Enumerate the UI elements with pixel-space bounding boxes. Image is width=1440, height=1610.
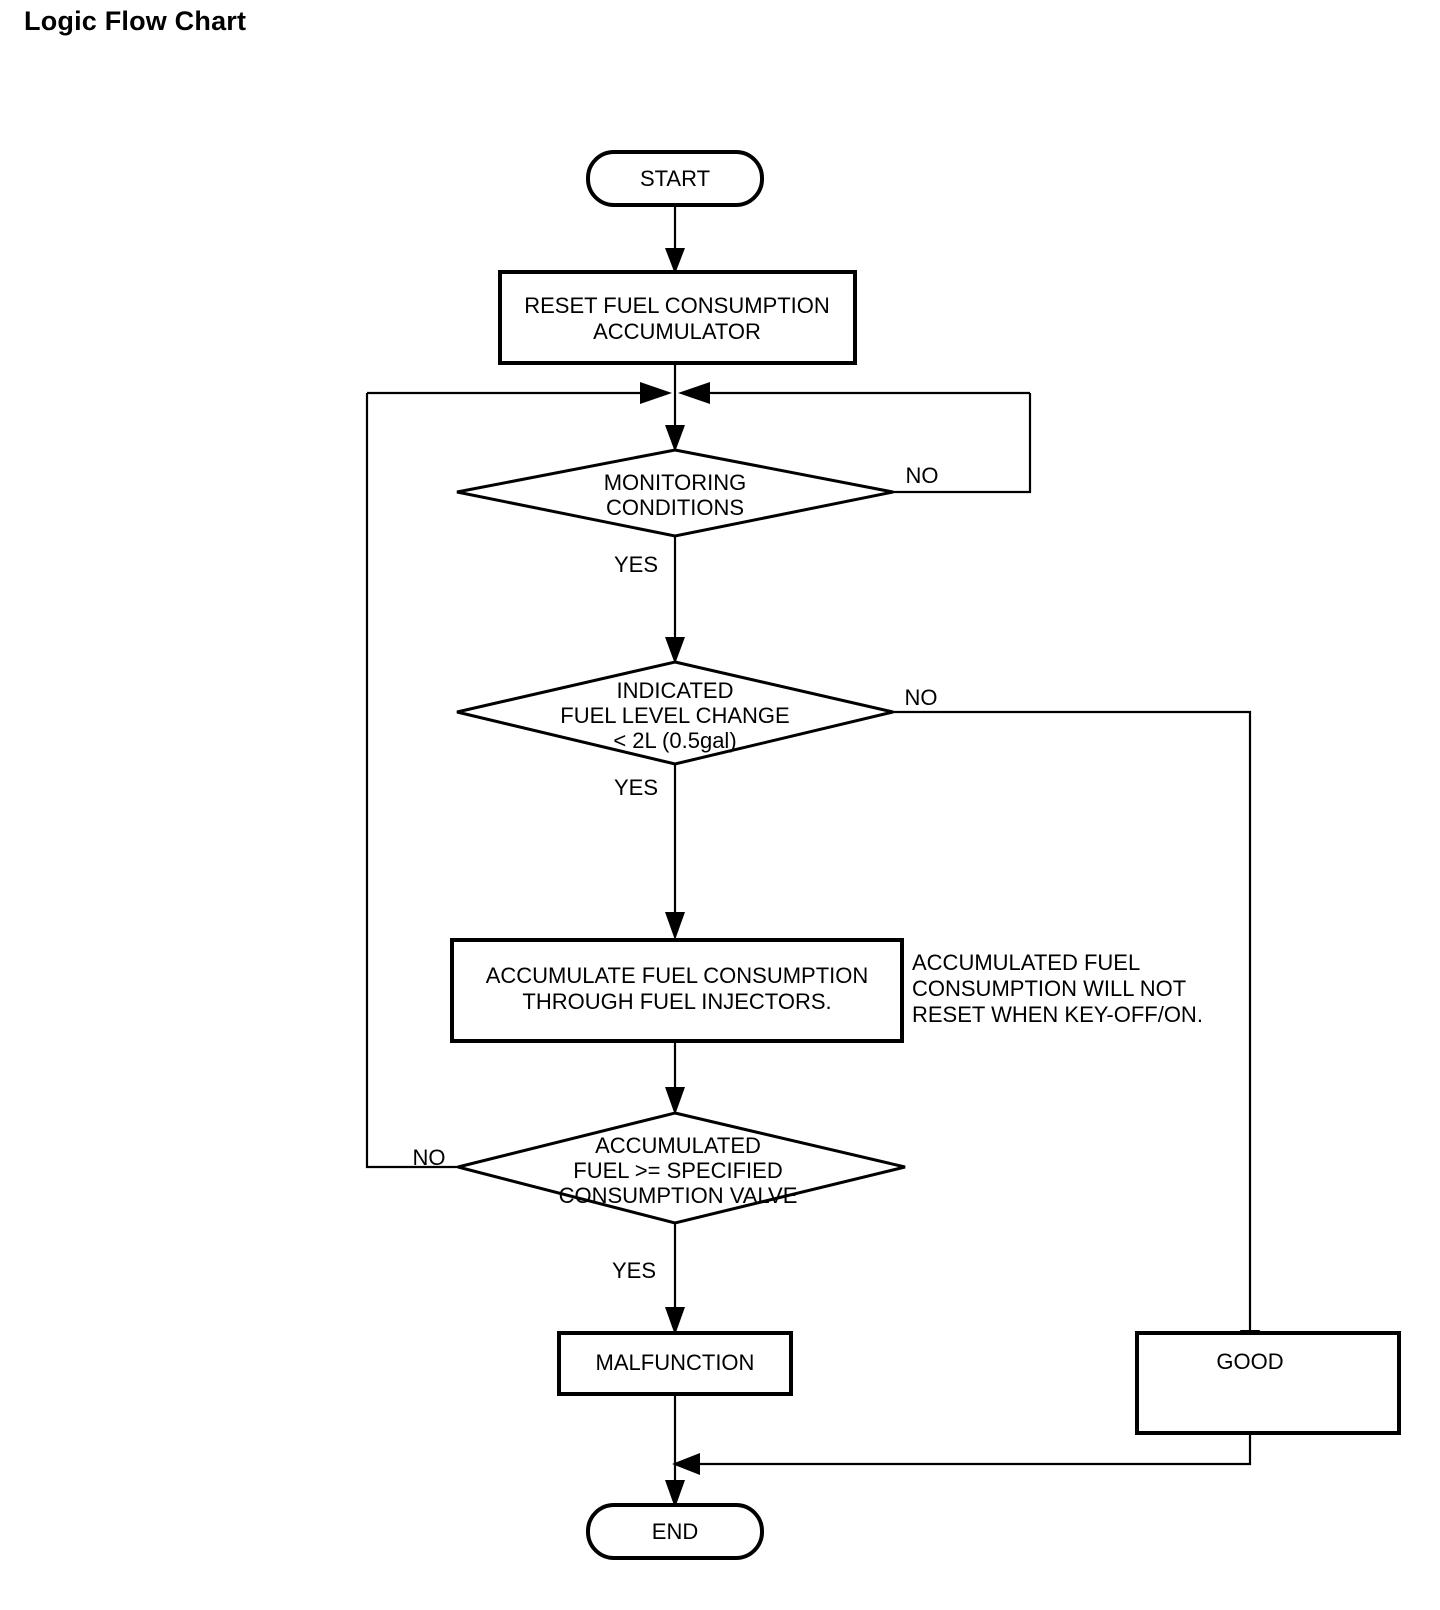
node-end[interactable]: END [586, 1503, 764, 1560]
note-line3: RESET WHEN KEY-OFF/ON. [912, 1002, 1203, 1027]
edge-junction-to-monitoring [665, 393, 685, 452]
node-malfunction[interactable]: MALFUNCTION [557, 1331, 793, 1396]
note-accumulate-behavior: ACCUMULATED FUEL CONSUMPTION WILL NOT RE… [912, 950, 1203, 1027]
edge-good-to-end [672, 1433, 1252, 1475]
edge-label-fuellevel-yes: YES [614, 775, 658, 800]
edge-label-monitoring-yes: YES [614, 552, 658, 577]
page-title: Logic Flow Chart [24, 6, 247, 36]
edge-fuellevel-no [893, 710, 1260, 1358]
node-end-label: END [652, 1519, 698, 1544]
edge-malfunction-to-end [665, 1393, 685, 1508]
edge-loop-bus [367, 382, 1030, 404]
note-line1: ACCUMULATED FUEL [912, 950, 1140, 975]
node-start-label: START [640, 166, 710, 191]
node-accumulate-fuel-consumption[interactable]: ACCUMULATE FUEL CONSUMPTION THROUGH FUEL… [450, 938, 904, 1043]
edge-fuellevel-yes [665, 765, 685, 940]
node-threshold-line2: FUEL >= SPECIFIED [573, 1158, 782, 1183]
node-threshold-line1: ACCUMULATED [595, 1133, 761, 1158]
node-accumulated-fuel-threshold[interactable]: ACCUMULATED FUEL >= SPECIFIED CONSUMPTIO… [457, 1111, 906, 1225]
node-monitoring-line1: MONITORING [604, 470, 747, 495]
edge-monitoring-no [893, 393, 1032, 494]
edge-accumulate-to-threshold [665, 1041, 685, 1115]
edge-label-threshold-yes: YES [612, 1258, 656, 1283]
node-fuellevel-line1: INDICATED [617, 678, 734, 703]
edge-label-monitoring-no: NO [906, 463, 939, 488]
edge-monitoring-yes [665, 537, 685, 664]
edge-threshold-no [365, 393, 458, 1169]
node-reset-accumulator[interactable]: RESET FUEL CONSUMPTION ACCUMULATOR [498, 270, 857, 365]
node-monitoring-line2: CONDITIONS [606, 495, 744, 520]
node-reset-line2: ACCUMULATOR [593, 319, 761, 344]
node-fuellevel-line2: FUEL LEVEL CHANGE [560, 703, 789, 728]
node-good[interactable]: GOOD [1135, 1331, 1401, 1435]
edge-label-fuellevel-no: NO [905, 685, 938, 710]
edge-start-to-reset [665, 205, 685, 274]
node-accumulate-line1: ACCUMULATE FUEL CONSUMPTION [486, 963, 869, 988]
edge-threshold-yes [665, 1224, 685, 1335]
node-fuellevel-line3: < 2L (0.5gal) [613, 728, 736, 753]
node-indicated-fuel-level-change[interactable]: INDICATED FUEL LEVEL CHANGE < 2L (0.5gal… [456, 660, 894, 766]
edge-label-threshold-no: NO [413, 1145, 446, 1170]
node-start[interactable]: START [586, 150, 764, 207]
node-malfunction-label: MALFUNCTION [596, 1350, 755, 1375]
note-line2: CONSUMPTION WILL NOT [912, 976, 1186, 1001]
node-threshold-line3: CONSUMPTION VALVE [559, 1183, 798, 1208]
node-reset-line1: RESET FUEL CONSUMPTION [524, 293, 830, 318]
node-good-label: GOOD [1216, 1349, 1283, 1374]
node-accumulate-line2: THROUGH FUEL INJECTORS. [522, 989, 831, 1014]
node-monitoring-conditions[interactable]: MONITORING CONDITIONS [456, 448, 894, 538]
